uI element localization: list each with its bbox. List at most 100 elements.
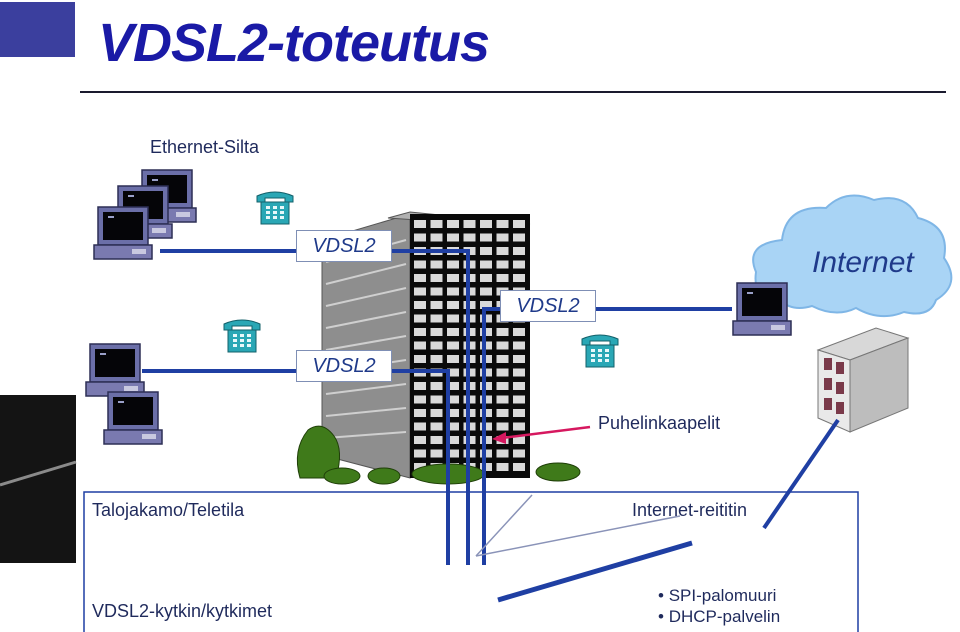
building-window xyxy=(430,395,443,404)
router-feature-list: SPI-palomuuri DHCP-palvelin xyxy=(658,585,780,627)
building-window xyxy=(414,314,426,323)
building-window xyxy=(513,463,525,471)
internet-cloud-icon xyxy=(752,194,953,318)
building-window xyxy=(414,395,426,404)
feature-dhcp-palvelin: DHCP-palvelin xyxy=(658,606,780,627)
page-title: VDSL2-toteutus xyxy=(98,13,490,73)
building-window xyxy=(430,220,443,228)
vdsl2-label-mid: VDSL2 xyxy=(296,350,392,382)
building-window xyxy=(513,409,525,417)
switch-line xyxy=(497,540,693,603)
internet-reititin-label: Internet-reititin xyxy=(632,500,748,520)
building-window xyxy=(496,449,509,458)
building-window xyxy=(447,395,459,404)
building-window xyxy=(480,274,492,282)
building-window xyxy=(447,274,459,282)
building-window xyxy=(480,301,492,309)
building-window xyxy=(430,260,443,269)
building-window xyxy=(414,463,426,471)
building-window xyxy=(430,355,443,363)
building-window xyxy=(513,220,525,228)
building-window xyxy=(414,233,426,242)
building-window xyxy=(430,301,443,309)
building-window xyxy=(447,301,459,309)
building-window xyxy=(447,341,459,350)
building-window xyxy=(513,395,525,404)
building-window xyxy=(480,220,492,228)
building-window xyxy=(496,395,509,404)
puhelinkaapelit-arrow xyxy=(492,425,591,444)
building-window xyxy=(414,341,426,350)
building-window xyxy=(447,382,459,390)
building-window xyxy=(414,287,426,296)
building-window xyxy=(496,247,509,255)
phone-icon xyxy=(223,319,261,353)
building-window xyxy=(430,287,443,296)
puhelinkaapelit-label: Puhelinkaapelit xyxy=(598,413,721,433)
building-window xyxy=(447,328,459,336)
building-window xyxy=(447,233,459,242)
building-window xyxy=(513,422,525,431)
building-window xyxy=(430,449,443,458)
building-window xyxy=(513,274,525,282)
building-window xyxy=(447,220,459,228)
building-window xyxy=(430,382,443,390)
pc-icon xyxy=(85,343,145,397)
building-window xyxy=(496,328,509,336)
building-window xyxy=(480,287,492,296)
building-window xyxy=(496,368,509,377)
vdsl2-kytkin-label: VDSL2-kytkin/kytkimet xyxy=(92,601,273,621)
building-window xyxy=(414,382,426,390)
building-window xyxy=(513,260,525,269)
building-window xyxy=(463,220,476,228)
building-window xyxy=(447,422,459,431)
building-window xyxy=(414,301,426,309)
building-window xyxy=(480,233,492,242)
building-window xyxy=(496,409,509,417)
internet-label: Internet xyxy=(812,246,914,279)
building-window xyxy=(430,233,443,242)
router-uplink-line xyxy=(762,418,840,530)
building-window xyxy=(513,355,525,363)
building-window xyxy=(414,260,426,269)
building-window xyxy=(430,274,443,282)
building-window xyxy=(414,409,426,417)
building-window xyxy=(496,463,509,471)
building-window xyxy=(513,328,525,336)
pc-icon xyxy=(103,391,163,445)
building-window xyxy=(513,449,525,458)
building-window xyxy=(430,436,443,444)
ethernet-silta-label: Ethernet-Silta xyxy=(150,137,260,157)
building-window xyxy=(513,247,525,255)
phone-icon xyxy=(581,334,619,368)
building-window xyxy=(447,260,459,269)
router-box-icon xyxy=(816,327,910,433)
building-window xyxy=(414,422,426,431)
building-window xyxy=(463,233,476,242)
building-window xyxy=(447,355,459,363)
building-window xyxy=(430,314,443,323)
corner-decoration xyxy=(0,2,75,57)
building-window xyxy=(480,247,492,255)
building-window xyxy=(496,233,509,242)
talojakamo-frame xyxy=(83,491,859,632)
building-window xyxy=(480,260,492,269)
building-window xyxy=(447,409,459,417)
vdsl2-label-top: VDSL2 xyxy=(296,230,392,262)
building-window xyxy=(513,382,525,390)
building-window xyxy=(513,436,525,444)
building-window xyxy=(414,449,426,458)
left-photo-strip xyxy=(0,395,77,563)
building-window xyxy=(513,233,525,242)
pc-icon xyxy=(732,282,792,336)
vdsl2-label-right: VDSL2 xyxy=(500,290,596,322)
building-window xyxy=(430,409,443,417)
router-connections xyxy=(475,494,681,557)
building-window xyxy=(447,449,459,458)
talojakamo-label: Talojakamo/Teletila xyxy=(92,500,245,520)
building-window xyxy=(447,287,459,296)
feature-spi-palomuuri: SPI-palomuuri xyxy=(658,585,780,606)
building-window xyxy=(513,341,525,350)
building-window xyxy=(430,341,443,350)
